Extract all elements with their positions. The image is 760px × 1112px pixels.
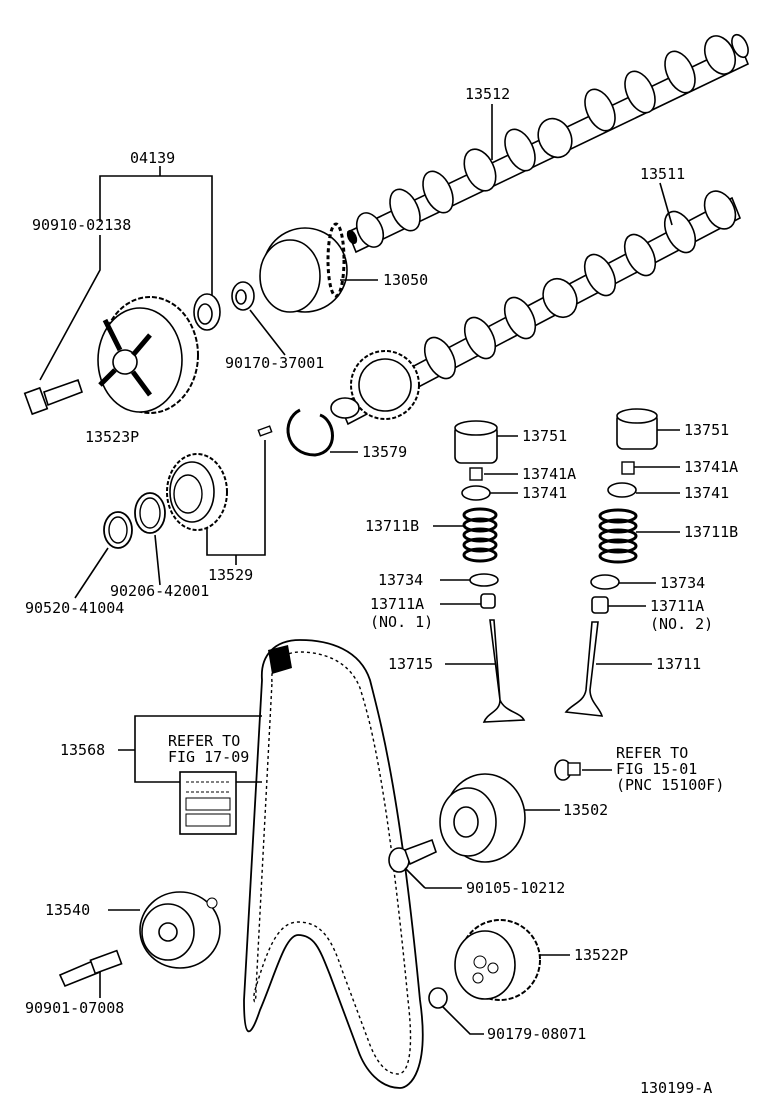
snap-ring-small[interactable] [103,511,133,549]
crank-pulley[interactable] [454,919,541,1001]
label-washer: 90170-37001 [225,354,324,372]
ref-b-line1: REFER TO [616,744,688,762]
dowel-pin[interactable] [257,425,273,437]
idler-bolt[interactable] [388,838,437,873]
camshaft-upper[interactable] [345,31,751,254]
ref-a-line1: REFER TO [168,732,240,750]
label-valve-seal-2: 13711A [650,597,704,615]
label-idler-pulley: 13502 [563,801,608,819]
label-timing-belt: 13568 [60,741,105,759]
label-snap-ring: 13579 [362,443,407,461]
label-lifter-1: 13751 [522,427,567,445]
reference-bolt[interactable] [554,759,581,781]
camshaft-lower[interactable] [330,186,742,426]
label-keeper-2: 13741A [684,458,738,476]
cam-pulley-bolt[interactable] [23,378,84,416]
valve-train-no1[interactable] [454,420,526,723]
snap-ring[interactable] [286,408,334,457]
label-tensioner: 13540 [45,901,90,919]
label-camshaft-lower: 13511 [640,165,685,183]
label-keeper-1: 13741A [522,465,576,483]
sub-gear[interactable] [166,453,228,531]
label-valve-intake: 13715 [388,655,433,673]
oil-seal[interactable] [193,293,221,331]
label-seat-2: 13734 [660,574,705,592]
label-spring-1: 13711B [365,517,419,535]
ref-b-line3: (PNC 15100F) [616,776,724,794]
vvt-gear[interactable] [259,222,348,313]
label-crank-bolt: 90179-08071 [487,1025,586,1043]
label-valve-seal-1: 13711A [370,595,424,613]
label-camshaft-upper: 13512 [465,85,510,103]
ref-a-line2: FIG 17-09 [168,748,249,766]
label-crank-pulley: 13522P [574,946,628,964]
timing-belt[interactable] [243,639,424,1089]
label-lifter-2: 13751 [684,421,729,439]
label-vvt-gear: 13050 [383,271,428,289]
ref-b-line2: FIG 15-01 [616,760,697,778]
label-ring-a: 90520-41004 [25,599,124,617]
wave-washer[interactable] [134,492,166,534]
washer[interactable] [231,281,255,311]
label-sub-gear: 13529 [208,566,253,584]
label-valve-seal-1-note: (NO. 1) [370,613,433,631]
tensioner[interactable] [139,891,221,969]
label-seat-1: 13734 [378,571,423,589]
crank-bolt[interactable] [428,987,448,1009]
label-cam-pulley: 13523P [85,428,139,446]
label-tensioner-stud: 90901-07008 [25,999,124,1017]
idler-pulley[interactable] [439,773,526,863]
label-valve-exhaust: 13711 [656,655,701,673]
valve-train-no2[interactable] [564,408,658,717]
tensioner-stud[interactable] [58,949,123,988]
cam-pulley[interactable] [97,296,199,414]
label-valve-seal-2-note: (NO. 2) [650,615,713,633]
label-retainer-2: 13741 [684,484,729,502]
label-idler-bolt: 90105-10212 [466,879,565,897]
label-oil-seal: 90910-02138 [32,216,131,234]
label-spring-2: 13711B [684,523,738,541]
label-retainer-1: 13741 [522,484,567,502]
label-ring-b: 90206-42001 [110,582,209,600]
label-gear-group: 04139 [130,149,175,167]
reference-card-icon [179,771,237,835]
diagram-id: 130199-A [640,1079,712,1097]
